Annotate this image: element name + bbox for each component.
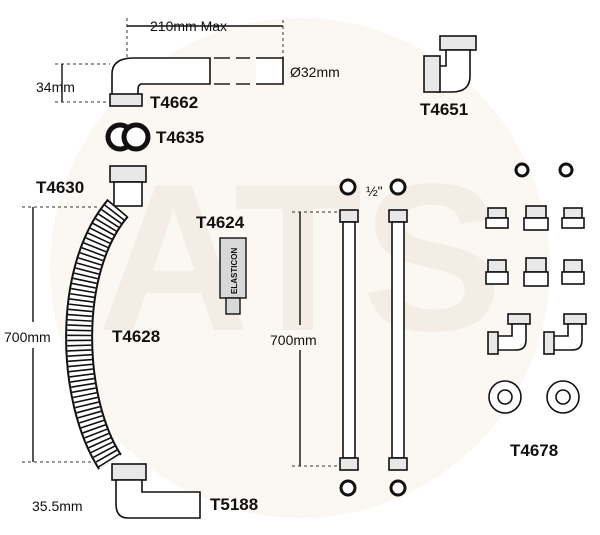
sealant-tube: T4624 ELASTICON — [196, 213, 247, 315]
water-hose-length-label: 700mm — [270, 332, 317, 348]
elbow-body — [115, 479, 201, 519]
fitting-adaptor — [485, 207, 509, 229]
elbow-fitting-nut — [439, 35, 477, 51]
connector: T4630 — [36, 165, 147, 207]
seal-washers: T4635 — [105, 122, 204, 152]
sealant-tube-cap — [225, 297, 241, 315]
elbow-fitting: T4651 — [420, 35, 477, 119]
hose-tube — [391, 221, 405, 459]
connector-code: T4630 — [36, 178, 84, 197]
fitting-elbow-valve — [543, 313, 587, 355]
waste-hose: 700mm T4628 — [4, 198, 160, 470]
hose-washer — [389, 479, 407, 497]
elbow-size-label: 35.5mm — [32, 498, 83, 514]
hose-nut — [388, 457, 408, 471]
fitting-adaptor — [485, 259, 509, 285]
trap-arm-bend — [111, 57, 211, 97]
fittings-kit-code: T4678 — [510, 441, 558, 460]
trap-arm-diameter-label: Ø32mm — [290, 64, 340, 80]
waste-elbow: 35.5mm T5188 — [32, 463, 258, 519]
elbow-fitting-code: T4651 — [420, 100, 468, 119]
hose-length-label: 700mm — [4, 329, 51, 345]
fitting-cover-plate — [488, 380, 522, 414]
hose-washer — [339, 479, 357, 497]
trap-arm-code: T4662 — [150, 93, 198, 112]
seal-ring — [121, 122, 151, 152]
hose-nut — [339, 209, 359, 223]
fitting-elbow-valve — [487, 313, 531, 355]
elbow-code: T5188 — [210, 495, 258, 514]
connector-nut — [109, 165, 147, 183]
sealant-brand: ELASTICON — [230, 248, 239, 294]
trap-arm-nut — [109, 93, 143, 107]
elbow-fitting-body — [437, 49, 471, 93]
elbow-fitting-nut — [423, 55, 441, 93]
trap-arm-length-label: 210mm Max — [150, 18, 227, 34]
hose-corrugation — [67, 200, 128, 469]
elbow-nut — [111, 463, 147, 481]
fitting-adaptor — [523, 205, 549, 231]
fitting-washer — [514, 162, 530, 178]
trap-arm-height-label: 34mm — [36, 79, 75, 95]
hose-nut — [388, 209, 408, 223]
connector-body — [113, 181, 143, 207]
fitting-adaptor — [561, 259, 585, 285]
fitting-adaptor — [523, 257, 549, 287]
fittings-kit: T4678 — [485, 162, 587, 460]
hose-tube — [342, 221, 356, 459]
fitting-adaptor — [561, 207, 585, 229]
hose-washer — [339, 178, 357, 196]
hose-washer — [389, 178, 407, 196]
sealant-tube-body — [219, 237, 247, 299]
trap-arm-end — [256, 57, 284, 85]
hose-nut — [339, 457, 359, 471]
hose-size-label: ½" — [366, 183, 383, 199]
seal-code: T4635 — [156, 128, 204, 147]
fitting-cover-plate — [546, 380, 580, 414]
sealant-code: T4624 — [196, 213, 245, 232]
water-hoses: ½" 700mm — [270, 178, 408, 497]
fitting-washer — [558, 162, 574, 178]
trap-arm: 210mm Max 34mm Ø32mm T4662 — [36, 18, 340, 112]
hose-code: T4628 — [112, 327, 160, 346]
